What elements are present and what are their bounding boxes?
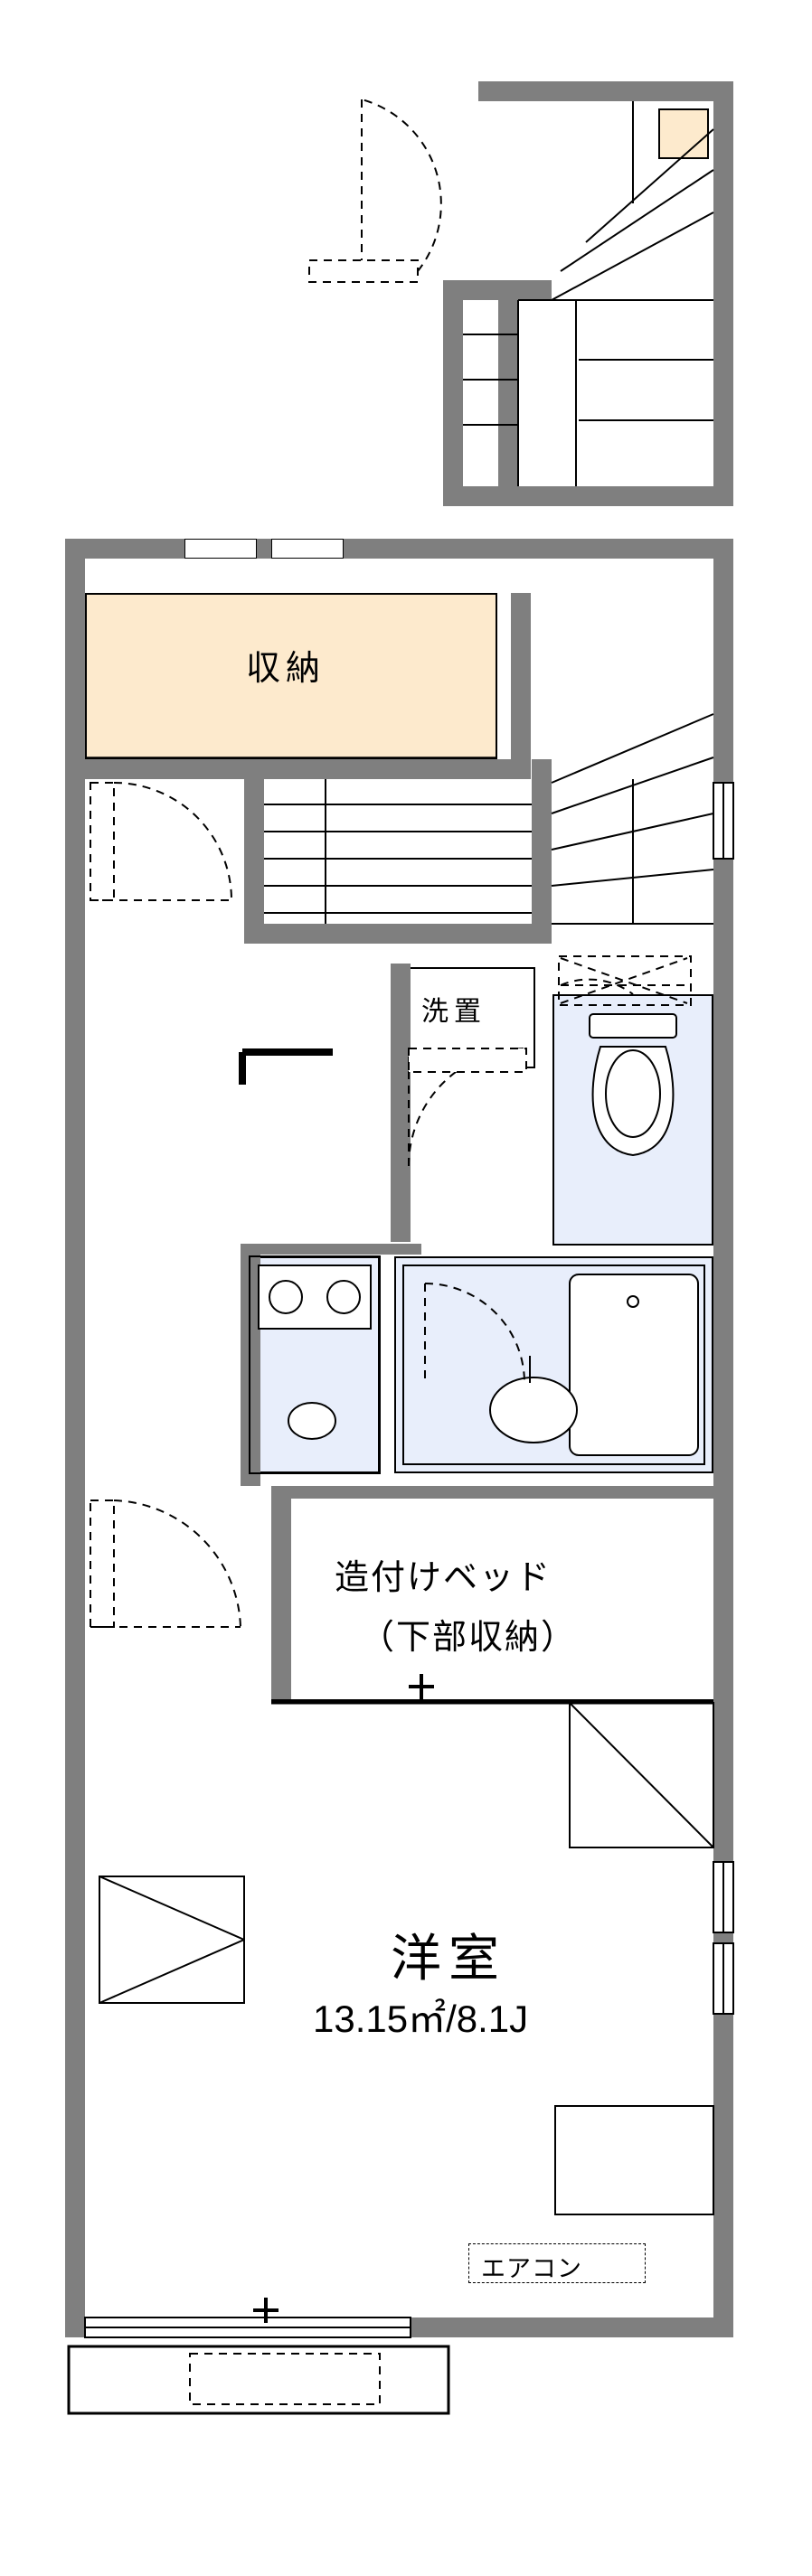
wall-entry-inner [498,280,518,486]
wall-closet-bottom [85,759,531,779]
wall-stair-left [244,779,264,924]
window-stair-right [713,783,733,855]
wall-kitchen-left [241,1244,260,1486]
wall-entry-left [443,280,463,506]
room-area: 13.15㎡/8.1J [313,1998,529,2040]
aircon-box [468,2243,646,2283]
wall-main-left [65,539,85,2337]
wall-stair-right [532,759,552,924]
wall-hall-bottom [244,924,552,944]
bath-unit [394,1256,713,1473]
wall-bed-left [271,1486,291,1703]
wall-washer-left [391,964,411,1242]
wall-entry-right [713,81,733,506]
window-top-left [184,539,257,559]
bed-bottom-line [271,1699,713,1703]
kitchen-unit [250,1256,380,1473]
bed-label-line1: 造付けベッド [335,1559,552,1597]
entry-door-leaf [309,260,418,282]
wall-bed-top [271,1486,713,1499]
closet-area [85,593,497,759]
wall-closet-right [511,593,531,779]
closet-label: 収納 [246,650,326,688]
wall-kitchen-top [241,1244,421,1255]
aircon-label: エアコン [481,2255,582,2282]
window-top-right [271,539,344,559]
wall-entry-bottom [443,486,733,506]
toilet-room [552,994,713,1246]
wall-main-top [65,539,733,559]
wall-entry-stairblock [443,280,552,300]
wall-main-bottom [65,2317,733,2337]
bed-label-line2: （下部収納） [360,1619,578,1657]
wall-entry-top [478,81,733,101]
washer-label: 洗置 [421,997,486,1027]
entrance-tile [658,108,709,159]
room-title: 洋室 [391,1930,506,1987]
